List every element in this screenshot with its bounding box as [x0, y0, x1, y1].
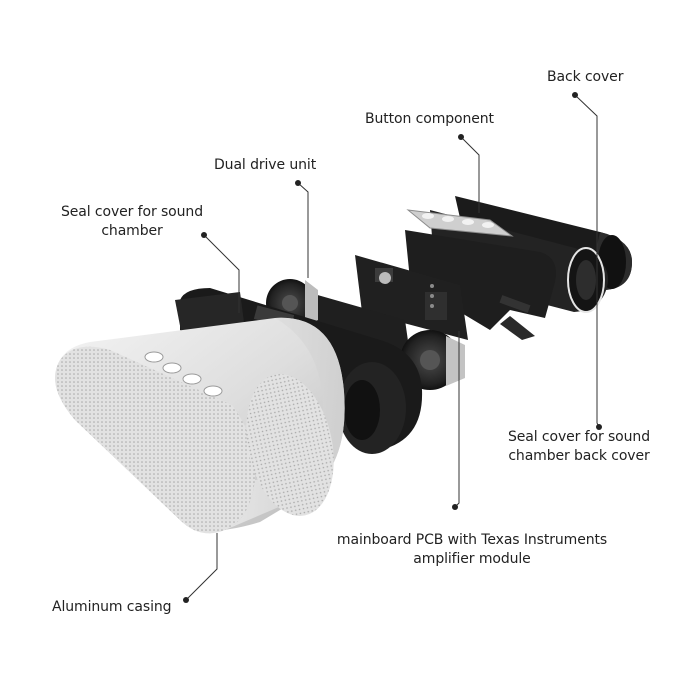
- dot-mainboard-pcb: [452, 504, 458, 510]
- label-seal-back-line1: Seal cover for sound: [508, 429, 650, 445]
- leader-button-component: [460, 136, 480, 213]
- aluminum-casing-part: [55, 317, 345, 534]
- label-seal-cover-sound-chamber: Seal cover for sound chamber: [58, 203, 206, 241]
- label-dual-drive-unit: Dual drive unit: [214, 157, 317, 173]
- label-back-cover: Back cover: [547, 69, 624, 85]
- button-component-part: [406, 209, 514, 237]
- leader-aluminum-casing: [185, 533, 218, 601]
- leader-dots: [183, 92, 602, 603]
- label-seal-cover-line2: chamber: [101, 223, 163, 239]
- label-mainboard-pcb: mainboard PCB with Texas Instruments amp…: [334, 531, 610, 569]
- leader-seal-cover-sound-chamber: [203, 234, 240, 313]
- label-mainboard-line1: mainboard PCB with Texas Instruments: [336, 532, 608, 548]
- label-seal-cover-back-cover: Seal cover for sound chamber back cover: [504, 428, 654, 466]
- dot-seal-cover: [201, 232, 207, 238]
- leader-dual-drive-unit: [297, 182, 309, 278]
- dot-aluminum-casing: [183, 597, 189, 603]
- dot-button-component: [458, 134, 464, 140]
- label-aluminum-casing: Aluminum casing: [52, 599, 172, 615]
- inner-chassis-part: [405, 230, 556, 340]
- dot-back-cover: [572, 92, 578, 98]
- label-mainboard-line2: amplifier module: [413, 551, 531, 567]
- dual-drive-unit-part: [266, 279, 465, 390]
- dot-dual-drive-unit: [295, 180, 301, 186]
- mainboard-pcb-part: [355, 255, 468, 340]
- label-seal-back-line2: chamber back cover: [508, 448, 650, 464]
- dot-back-cover-end: [596, 424, 602, 430]
- label-button-component: Button component: [365, 111, 494, 127]
- label-seal-cover-line1: Seal cover for sound: [61, 204, 203, 220]
